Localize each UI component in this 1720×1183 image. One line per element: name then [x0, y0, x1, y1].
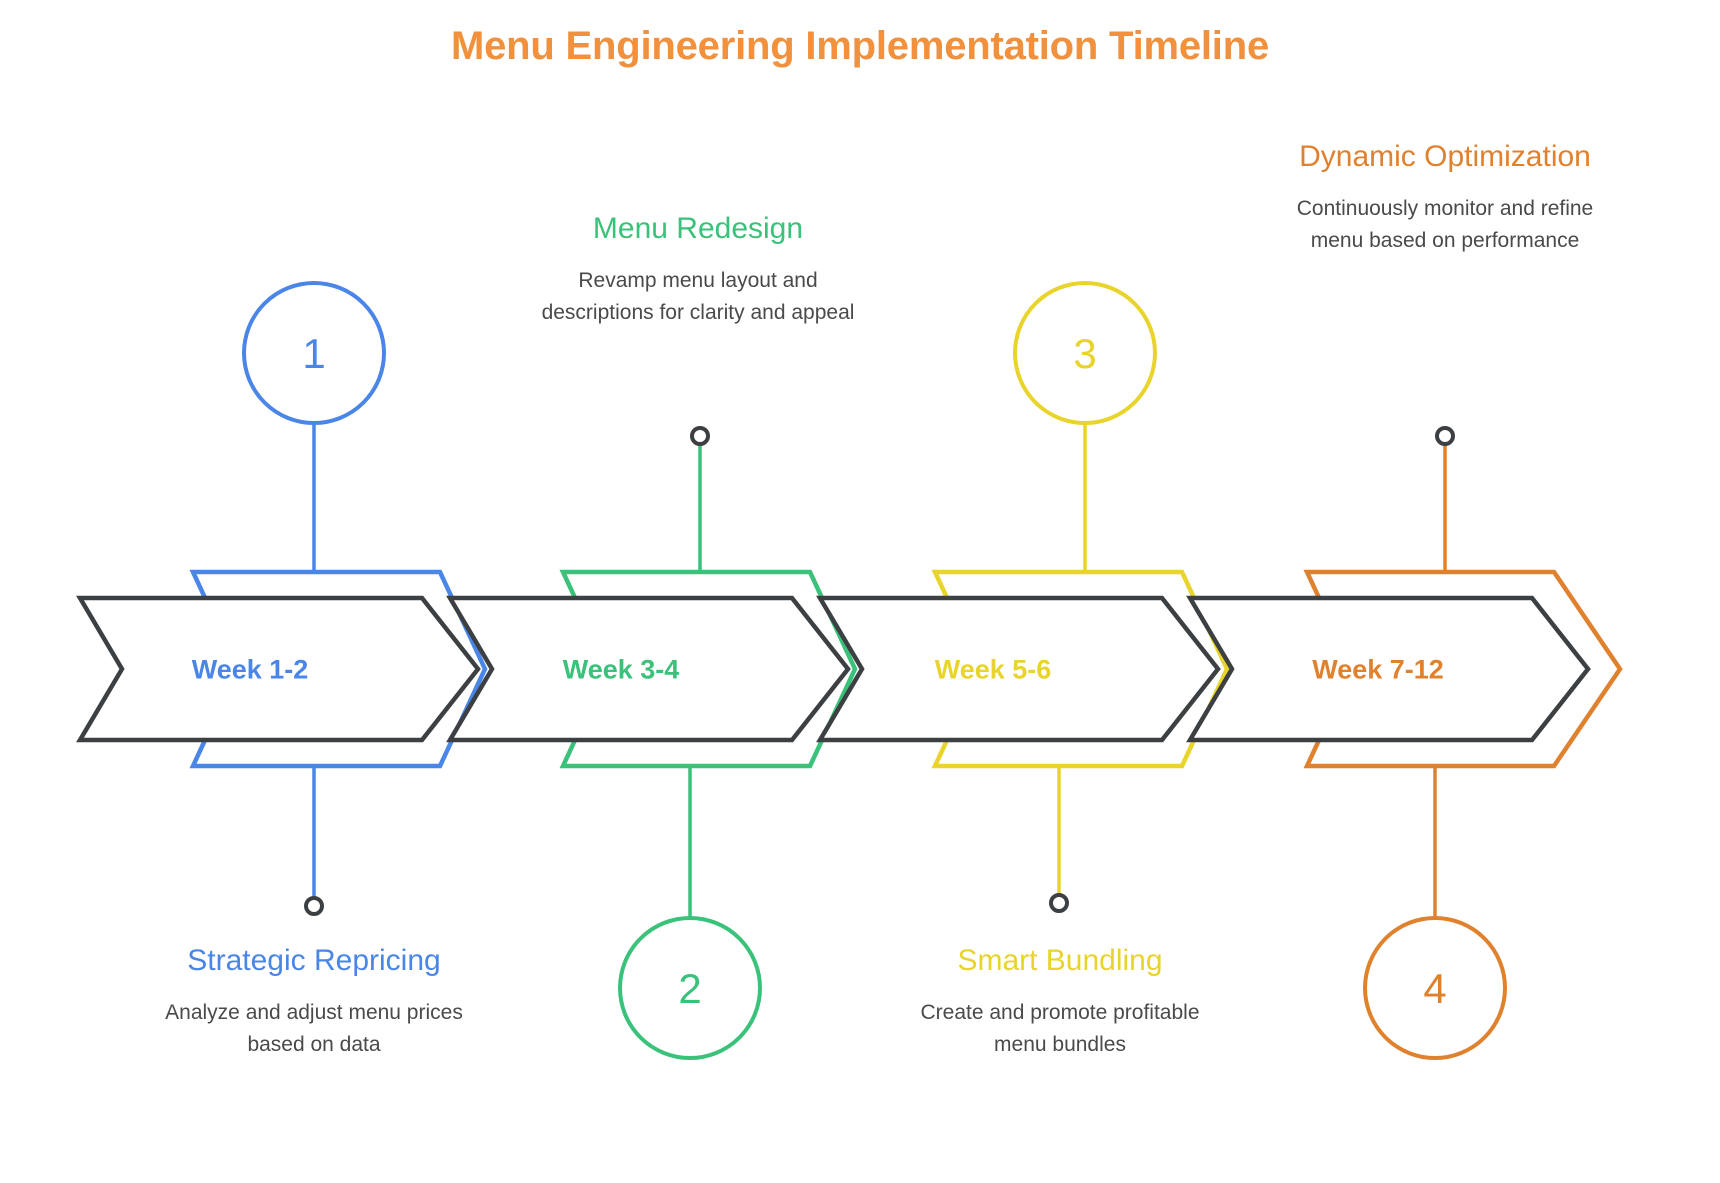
step-circle-3[interactable] [1013, 281, 1157, 425]
chevron-dark-step-4 [1186, 595, 1591, 743]
week-label-step-4: Week 7-12 [1312, 654, 1444, 685]
step-number-1: 1 [302, 330, 326, 377]
page-title: Menu Engineering Implementation Timeline [450, 24, 1270, 68]
step-block-2: Menu Redesign Revamp menu layout and des… [538, 208, 858, 330]
step-heading-3: Smart Bundling [957, 944, 1163, 977]
week-label-step-3: Week 5-6 [934, 654, 1052, 685]
step-description-4: Continuously monitor and refine menu bas… [1296, 196, 1594, 253]
step-circle-2[interactable] [618, 916, 762, 1060]
step-number-4: 4 [1423, 965, 1447, 1012]
step-circle-4[interactable] [1363, 916, 1507, 1060]
step-number-3: 3 [1073, 330, 1097, 377]
step-description-3: Create and promote profitable menu bundl… [920, 1000, 1200, 1057]
connector-dot-step-3 [1049, 893, 1069, 913]
step-number-2: 2 [678, 965, 702, 1012]
chevron-dark-step-2 [446, 595, 851, 743]
step-circle-1[interactable] [242, 281, 386, 425]
step-description-1: Analyze and adjust menu prices based on … [165, 1000, 463, 1057]
step-description-2: Revamp menu layout and descriptions for … [541, 268, 855, 325]
step-heading-4: Dynamic Optimization [1299, 140, 1591, 173]
chevron-dark-step-3 [816, 595, 1221, 743]
connector-dot-step-4 [1435, 426, 1455, 446]
connector-dot-step-2 [690, 426, 710, 446]
connector-dot-step-1 [304, 896, 324, 916]
step-heading-2: Menu Redesign [592, 212, 804, 245]
week-label-step-1: Week 1-2 [191, 654, 309, 685]
step-block-1: Strategic Repricing Analyze and adjust m… [158, 940, 470, 1062]
step-block-3: Smart Bundling Create and promote profit… [902, 940, 1218, 1062]
chevron-dark-step-1 [76, 595, 481, 743]
step-heading-1: Strategic Repricing [187, 944, 441, 977]
week-label-step-2: Week 3-4 [562, 654, 680, 685]
step-block-4: Dynamic Optimization Continuously monito… [1285, 136, 1605, 258]
